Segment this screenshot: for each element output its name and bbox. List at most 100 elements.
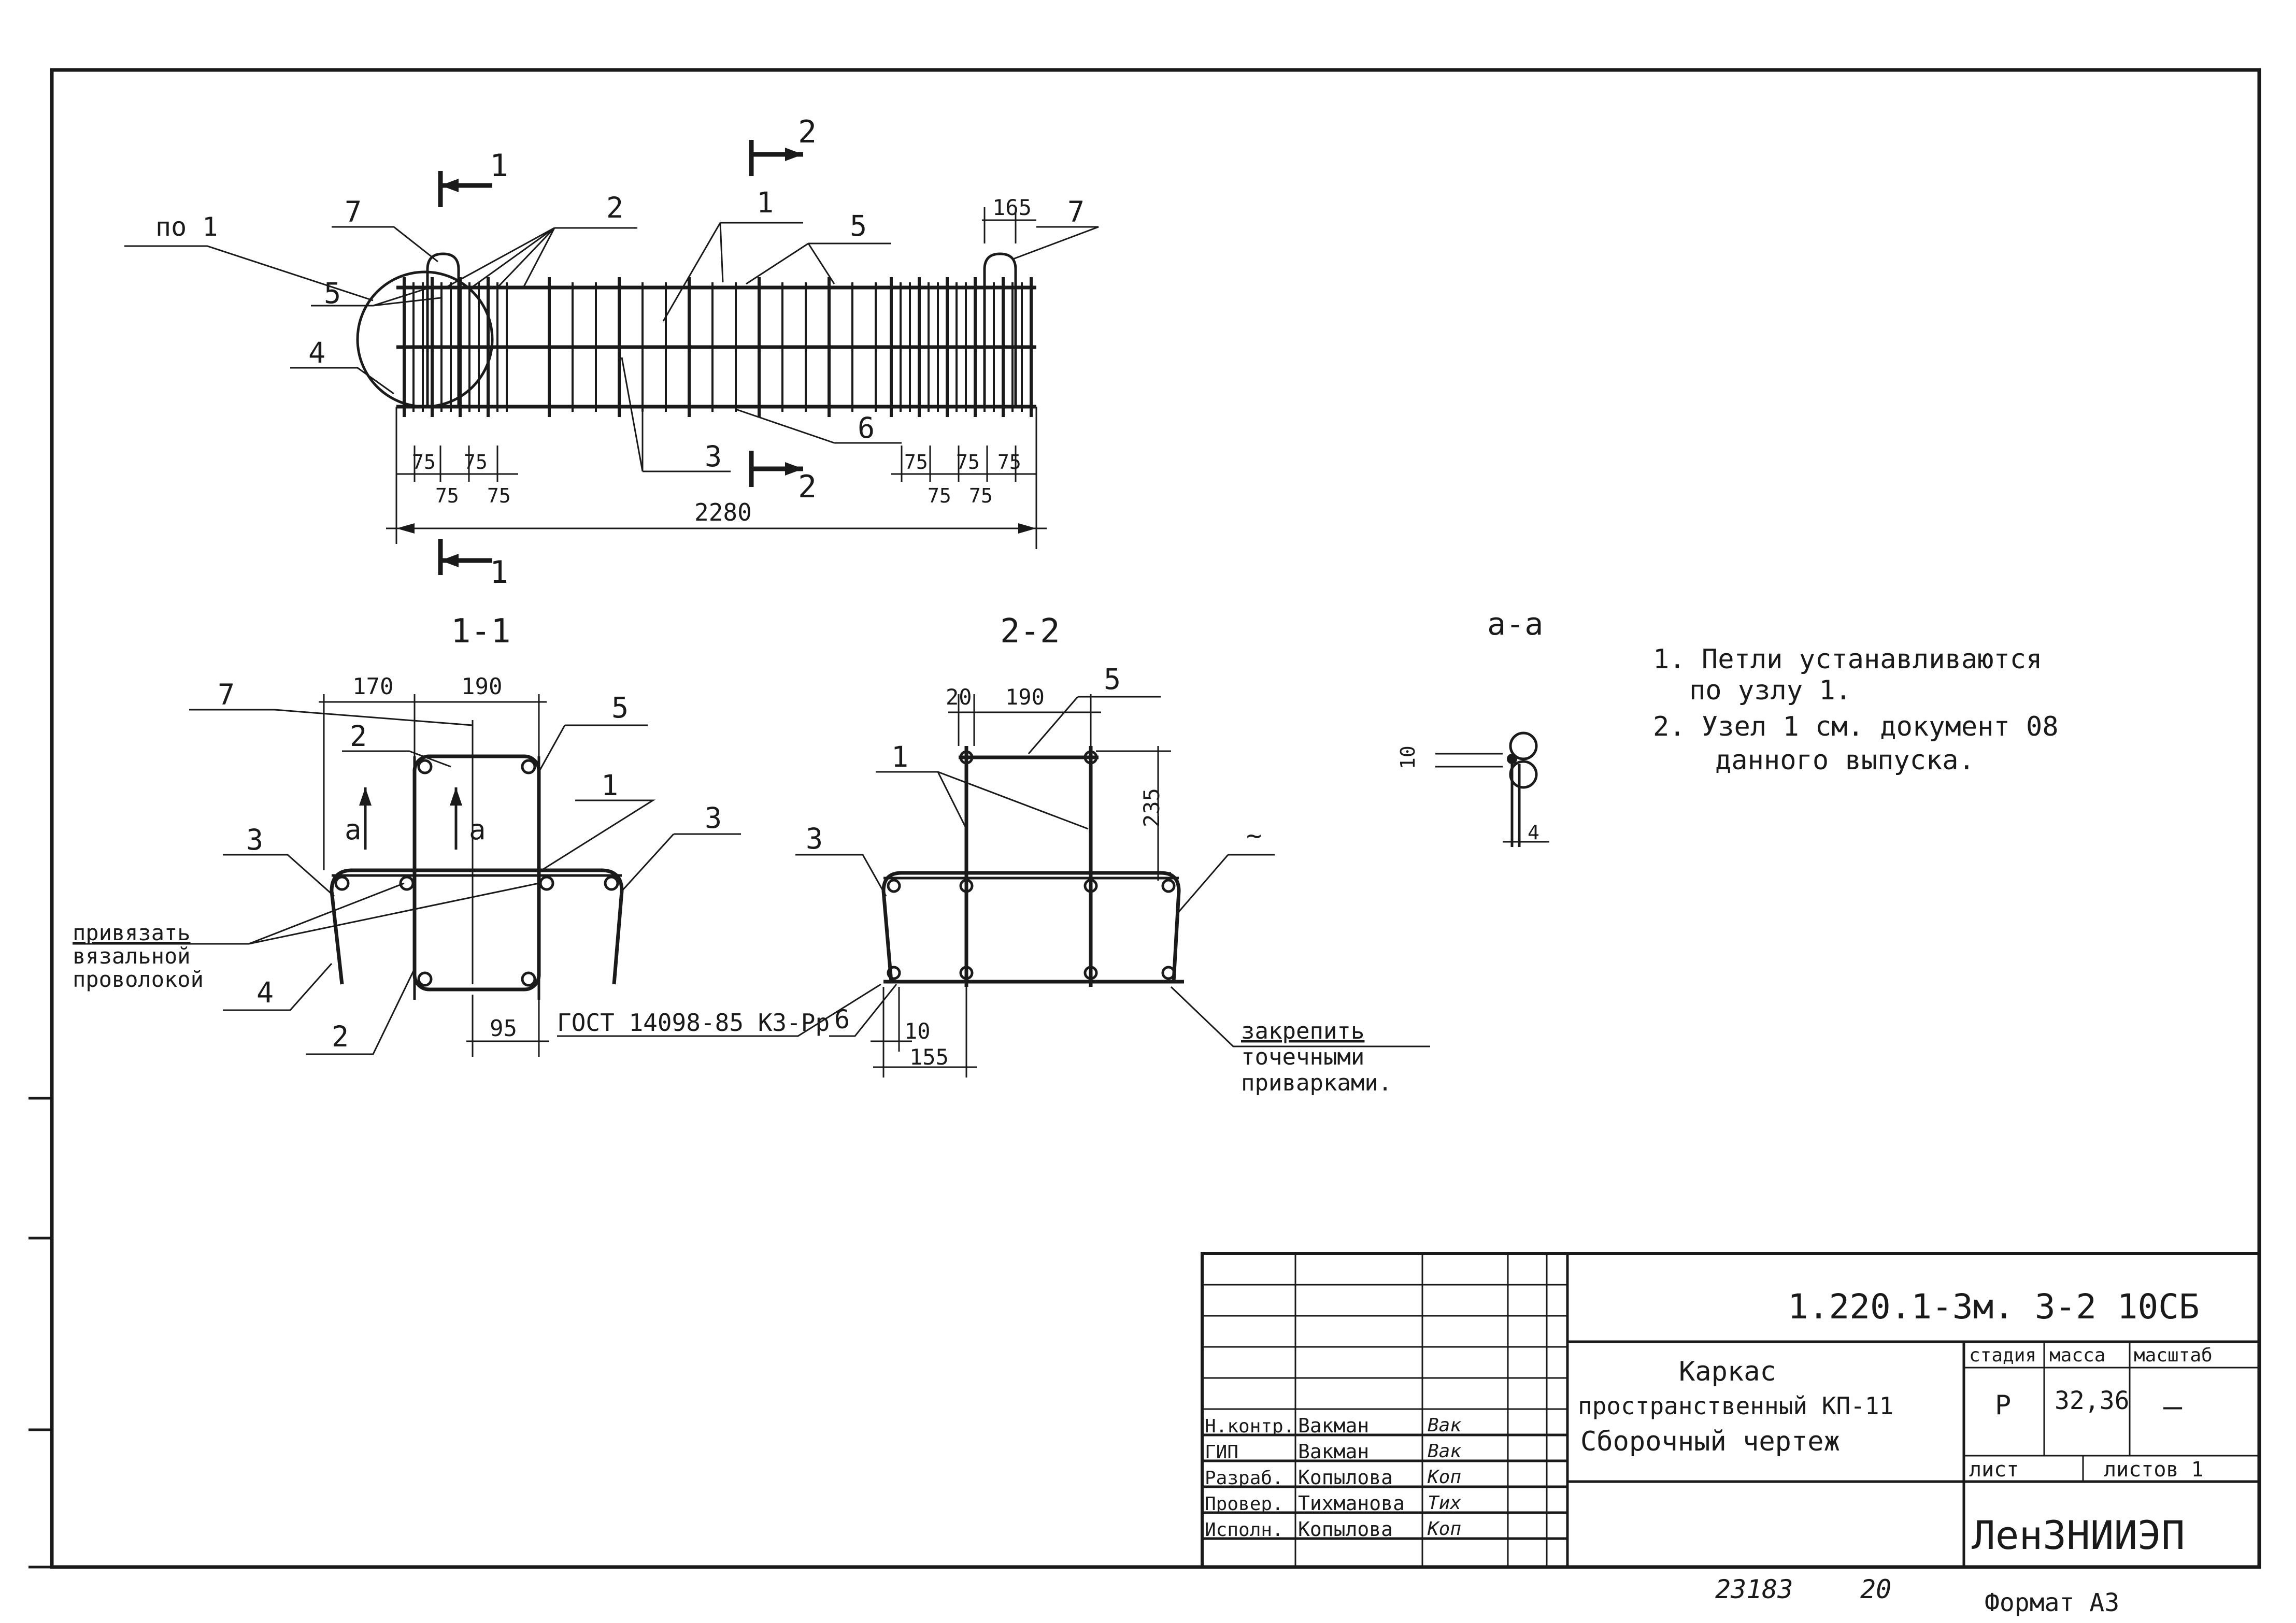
- lifting-loop-right: [983, 252, 1017, 407]
- s11-bar-dots: [334, 759, 619, 987]
- s11-cut-a-left-label: а: [345, 813, 362, 846]
- tb-mass-value: 32,36: [2055, 1386, 2130, 1415]
- callout-5-left: 5: [324, 277, 341, 310]
- leader-3: [621, 357, 731, 472]
- s22-callout-6: 6: [834, 1004, 850, 1035]
- bar-section: [334, 875, 350, 891]
- tb-header-scale: масштаб: [2134, 1345, 2213, 1366]
- s11-leader-5: [538, 724, 648, 772]
- section-cut-2-top-label: 2: [798, 114, 817, 150]
- saa-bar-upper: [1509, 731, 1538, 760]
- dim-75-r4: 75: [928, 484, 951, 507]
- s22-dim-235: [1096, 746, 1171, 881]
- tb-organization: ЛенЗНИИЭП: [1972, 1512, 2185, 1558]
- bar-section: [417, 759, 433, 774]
- leader-po1: [124, 245, 374, 301]
- s22-leader-1: [876, 771, 1089, 830]
- s11-dim-170: 170: [352, 673, 393, 700]
- dim-75-l3: 75: [435, 484, 459, 507]
- lifting-loop-left: [426, 252, 460, 407]
- tb-name-line-3: Сборочный чертеж: [1580, 1426, 1840, 1457]
- tb-sheets-label: листов 1: [2104, 1458, 2204, 1482]
- gost-leader: [557, 983, 881, 1037]
- tb-scale-value: —: [2163, 1388, 2183, 1425]
- s11-dim-top: [319, 694, 547, 870]
- s22-dim-190: 190: [1005, 684, 1045, 710]
- callout-4: 4: [308, 336, 325, 369]
- section-1-1: 1-1 170 190 95 а а: [73, 612, 881, 1057]
- saa-dim-10: [1435, 753, 1503, 768]
- section-cut-2-top-arrow: [785, 148, 803, 161]
- tb-header-stage: стадия: [1969, 1345, 2036, 1366]
- s22-dim-155: 155: [909, 1044, 949, 1070]
- footer-inventory-number: 23183: [1715, 1574, 1793, 1604]
- general-notes: 1. Петли устанавливаются по узлу 1. 2. У…: [1653, 644, 2059, 776]
- dim-total-label: 2280: [694, 498, 752, 526]
- s11-leader-3l: [223, 854, 335, 897]
- section-cut-2-bottom-arrow: [785, 462, 803, 476]
- dim-chain-right: [891, 407, 1037, 549]
- bar-section: [959, 966, 974, 980]
- s11-callout-2a: 2: [350, 720, 367, 753]
- s22-weld-leader: [1170, 986, 1430, 1047]
- bar-section: [1083, 750, 1098, 765]
- s22-callout-right: ~: [1246, 821, 1262, 851]
- s22-weld-note-1: закрепить: [1241, 1018, 1364, 1044]
- bar-section: [959, 750, 974, 765]
- s11-cut-a-right-arrow: [450, 787, 462, 806]
- saa-weld-point: [1507, 754, 1517, 764]
- leader-1-top: [662, 222, 803, 322]
- s11-tie-note-3: проволокой: [73, 967, 204, 992]
- dim-chain-left: [395, 407, 518, 492]
- s11-callout-3l: 3: [246, 823, 263, 856]
- callout-2-top: 2: [606, 191, 623, 224]
- gost-label: ГОСТ 14098-85 К3-Рр: [557, 1009, 830, 1037]
- s22-leader-6: [829, 984, 897, 1037]
- bar-section: [887, 966, 901, 980]
- dim-75-r3: 75: [997, 451, 1021, 473]
- dim-75-l4: 75: [487, 484, 511, 507]
- dim-75-l2: 75: [464, 451, 488, 473]
- section-cut-1-top-arrow: [440, 179, 459, 192]
- s22-callout-5: 5: [1104, 663, 1121, 696]
- tb-staff-role: ГИП: [1205, 1442, 1238, 1463]
- dim-total-arrow-left: [396, 523, 415, 534]
- s22-leader-3: [795, 854, 887, 897]
- tb-staff-role: Провер.: [1205, 1493, 1284, 1515]
- node-1-circle: [356, 270, 494, 408]
- tb-sheet-label: лист: [1969, 1458, 2019, 1482]
- section-2-2: 2-2 20 190 235 10 155 5: [795, 612, 1430, 1096]
- s11-upper-stirrup: [412, 754, 541, 992]
- tb-staff-signature: Коп: [1427, 1518, 1461, 1540]
- s22-dim-10: 10: [904, 1018, 931, 1044]
- bar-section: [521, 759, 536, 774]
- section-cut-2-bottom-label: 2: [798, 469, 817, 505]
- s22-leader-right: [1178, 854, 1275, 912]
- section-2-2-title: 2-2: [1000, 612, 1060, 651]
- dim-165-label: 165: [992, 195, 1032, 220]
- s22-wide-stirrup: [881, 871, 1181, 982]
- s11-callout-4: 4: [256, 976, 274, 1009]
- note-1-line-2: по узлу 1.: [1689, 675, 1851, 706]
- tb-staff-signature: Коп: [1427, 1467, 1461, 1488]
- bar-section: [604, 875, 619, 891]
- plan-view: 1 1 2 2 по 1 7 2 1 5 5 4 3 6 7 165: [124, 114, 1099, 591]
- leader-6: [735, 408, 902, 444]
- tb-staff-name: Копылова: [1298, 1518, 1393, 1541]
- s22-dim-20: 20: [946, 684, 972, 710]
- s11-leader-2b: [306, 968, 416, 1055]
- tb-staff-signature: Тих: [1428, 1492, 1461, 1514]
- tb-staff-role: Н.контр.: [1205, 1416, 1294, 1437]
- leader-7-left: [332, 226, 438, 263]
- tb-staff-name: Вакман: [1298, 1414, 1369, 1437]
- tb-staff-name: Вакман: [1298, 1440, 1369, 1463]
- leader-2-top: [445, 227, 637, 289]
- s11-callout-1: 1: [601, 769, 618, 802]
- s11-dim-95-label: 95: [490, 1015, 517, 1042]
- section-a-a: а-а 10 4: [1396, 606, 1549, 847]
- tb-stage-value: Р: [1995, 1390, 2011, 1421]
- s11-dim-95: [466, 995, 549, 1057]
